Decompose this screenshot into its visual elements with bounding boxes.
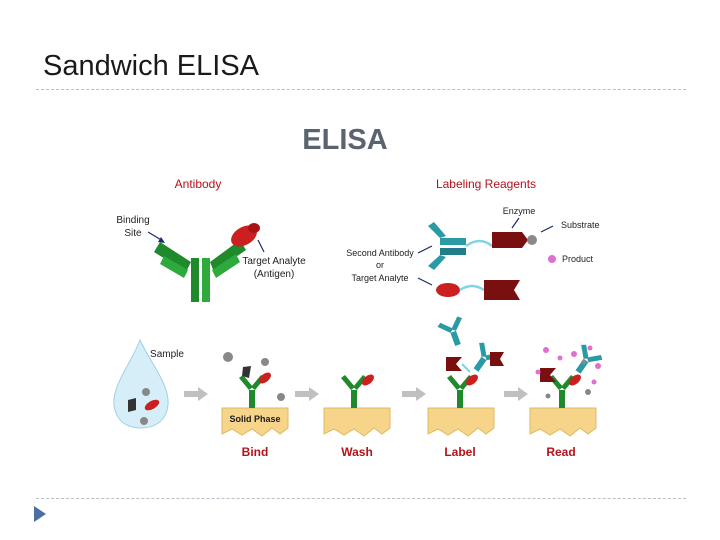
step-arrow-4 xyxy=(504,387,528,401)
antibody-header: Antibody xyxy=(175,177,222,191)
target-analyte-label-1: Target Analyte xyxy=(242,256,306,267)
label-step xyxy=(427,315,504,437)
step-arrow-2 xyxy=(295,387,319,401)
antibody-illustration xyxy=(154,240,246,302)
slide-title: Sandwich ELISA xyxy=(43,50,260,82)
read-step xyxy=(529,342,605,437)
substrate-label: Substrate xyxy=(561,220,600,230)
solid-phase-label: Solid Phase xyxy=(229,414,280,424)
product-label: Product xyxy=(562,254,594,264)
step-label-label: Label xyxy=(444,445,475,459)
bind-step: Solid Phase xyxy=(221,352,289,437)
wash-step xyxy=(323,374,391,437)
antigen-enzyme-conjugate xyxy=(436,280,520,300)
enzyme-pointer xyxy=(511,217,520,229)
step-label-bind: Bind xyxy=(242,445,269,459)
bullet-arrow-icon xyxy=(34,506,46,522)
step-arrow-1 xyxy=(184,387,208,401)
second-antibody-label-2: or xyxy=(376,260,384,270)
product-dot-icon xyxy=(548,255,556,263)
second-ab-pointer xyxy=(417,245,433,254)
binding-site-pointer-head xyxy=(158,237,165,243)
enzyme-label: Enzyme xyxy=(503,206,536,216)
step-label-read: Read xyxy=(546,445,575,459)
antigen-illustration xyxy=(231,223,260,247)
figure-heading: ELISA xyxy=(302,124,387,156)
second-antibody-label-1: Second Antibody xyxy=(346,248,414,258)
target-pointer xyxy=(257,239,265,253)
title-divider xyxy=(36,89,686,90)
substrate-pointer xyxy=(540,225,554,233)
step-arrow-3 xyxy=(402,387,426,401)
sample-droplet xyxy=(113,338,169,429)
binding-site-label-2: Site xyxy=(124,228,142,239)
second-antibody-conjugate xyxy=(428,222,528,270)
second-antibody-label-3: Target Analyte xyxy=(351,273,408,283)
target-analyte-pointer xyxy=(417,277,433,286)
sample-label: Sample xyxy=(150,349,184,360)
binding-site-label-1: Binding xyxy=(116,215,149,226)
labeling-header: Labeling Reagents xyxy=(436,177,536,191)
footer-divider xyxy=(36,498,686,499)
substrate-dot-icon xyxy=(527,235,537,245)
step-label-wash: Wash xyxy=(341,445,373,459)
target-analyte-label-2: (Antigen) xyxy=(254,269,295,280)
